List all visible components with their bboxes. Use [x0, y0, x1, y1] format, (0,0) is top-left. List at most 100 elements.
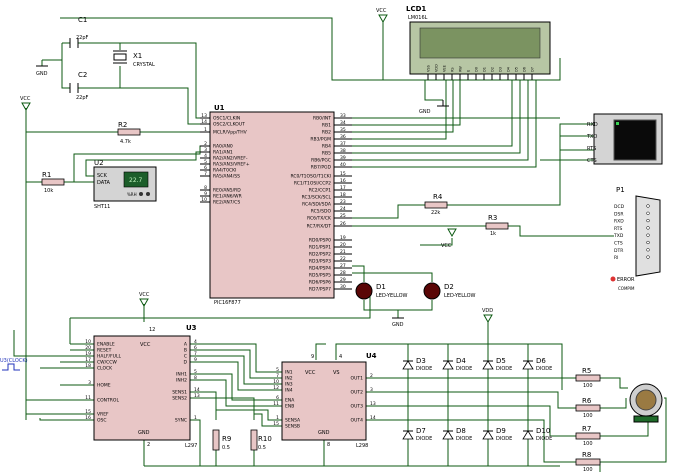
- u3-pin-label-clock: CLOCK: [97, 366, 113, 372]
- r9-ref: R9: [222, 435, 231, 443]
- diode-value: DIODE: [456, 436, 472, 442]
- terminal-pin-rxd: RXD: [587, 122, 598, 128]
- virtual-terminal: RXD TXD RTS CTS: [586, 113, 663, 165]
- u3-pin-number: 17: [85, 357, 91, 363]
- wires: [13, 17, 667, 472]
- diode-ref-d4: D4: [456, 357, 466, 365]
- u1-ref: U1: [214, 104, 225, 112]
- u3-pin-label-sens1: SENS1: [172, 390, 187, 396]
- u3-pin-number: 7: [194, 351, 197, 357]
- u4-vs: VS: [333, 370, 340, 376]
- diode-symbol-icon: [482, 430, 494, 440]
- resistor-r4: R4 22k: [424, 193, 448, 216]
- u4-pin-label-ena: ENA: [285, 398, 295, 404]
- u4-pin-label-out1: OUT1: [351, 376, 364, 382]
- d1-ref: D1: [376, 283, 386, 291]
- diode-ref-d10: D10: [536, 427, 550, 435]
- clock-label: U3(CLOCK): [0, 358, 28, 364]
- resistor-ref-r7: R7: [582, 425, 591, 433]
- u1-pin-label-20: RD1/PSP1: [309, 245, 331, 251]
- c2-ref: C2: [78, 71, 87, 79]
- p1-pin-txd: TXD: [613, 233, 624, 239]
- diode-value: DIODE: [416, 436, 432, 442]
- p1-pin-rxd: RXD: [614, 219, 624, 225]
- diode-value: DIODE: [536, 366, 552, 372]
- vcc-l297: VCC: [139, 292, 150, 308]
- u3-gnd: GND: [138, 430, 150, 436]
- u3-part: L297: [185, 443, 197, 449]
- gnd-label-crystal: GND: [36, 71, 48, 77]
- lcd-pin-d0: D0: [475, 67, 479, 72]
- u1-pin-number: 29: [340, 277, 346, 283]
- u3-pin-label-sens2: SENS2: [172, 396, 187, 402]
- terminal-screen: [613, 119, 657, 161]
- diode-symbol-icon: [522, 430, 534, 440]
- vcc-left: VCC: [20, 96, 31, 112]
- db9-pin-icon: [646, 226, 650, 230]
- u1-pin-label-19: RD0/PSP0: [309, 238, 331, 244]
- u3-pin-number: 15: [85, 409, 91, 415]
- u3-pin-number: 6: [194, 345, 197, 351]
- u1-pin-label-23: RC4/SDI/SDA: [302, 202, 332, 208]
- u1-pin-label-24: RC5/SDO: [311, 209, 332, 215]
- gnd-lcd: GND: [419, 100, 449, 115]
- led-d1: D1 LED-YELLOW: [355, 282, 408, 300]
- u1-right-pins: 33RB0/INT34RB135RB236RB3/PGM37RB438RB539…: [290, 113, 352, 293]
- gnd-label-lcd: GND: [419, 109, 431, 115]
- d2-ref: D2: [444, 283, 454, 291]
- u1-pin-label-18: RC3/SCK/SCL: [302, 195, 332, 201]
- vcc-lcd: VCC: [376, 8, 388, 24]
- u4-pin-number: 7: [276, 373, 279, 379]
- u3-pin-number: 9: [194, 357, 197, 363]
- diode-symbol-icon: [442, 430, 454, 440]
- u1-body: [209, 111, 335, 299]
- crystal-x1: X1 CRYSTAL: [113, 50, 155, 68]
- u3-ref: U3: [186, 324, 197, 332]
- u1-pin-label-14: OSC2/CLKOUT: [213, 122, 245, 128]
- diode-symbol-icon: [402, 360, 414, 370]
- u3-pin-label-b: B: [184, 348, 187, 354]
- diode-value: DIODE: [456, 366, 472, 372]
- sht11-knob-icon: [146, 192, 150, 196]
- u4-gnd: GND: [318, 430, 330, 436]
- diode-value: DIODE: [496, 366, 512, 372]
- u4-pin-label-sensb: SENSB: [285, 424, 300, 430]
- u4-pin-4: 4: [339, 354, 342, 360]
- u1-pin-label-35: RB2: [322, 130, 331, 136]
- error-led-icon: [610, 276, 616, 282]
- diode-ref-d6: D6: [536, 357, 546, 365]
- u1-pin-number: 8: [204, 185, 207, 191]
- u1-pin-number: 22: [340, 256, 346, 262]
- u1-pin-label-38: RB5: [322, 151, 331, 157]
- gnd-led: GND: [392, 317, 404, 328]
- u1-pin-number: 6: [204, 165, 207, 171]
- u3-pin-label-home: HOME: [97, 383, 111, 389]
- db9-pin-icon: [646, 248, 650, 252]
- vcc-label-lcd: VCC: [376, 8, 387, 14]
- u4-pin-number: 13: [370, 401, 376, 407]
- diode-ref-d5: D5: [496, 357, 506, 365]
- u1-pin-number: 13: [201, 113, 207, 119]
- u4-pin-number: 11: [273, 401, 279, 407]
- lcd-pin-d6: D6: [523, 67, 527, 72]
- sht11-knob-icon: [139, 192, 143, 196]
- u1-pin-number: 1: [204, 127, 207, 133]
- u3-pin-label-enable: ENABLE: [97, 342, 115, 348]
- u1-pin-label-6: RA4/T0CKI: [213, 168, 236, 174]
- p1-pin-ri: RI: [614, 255, 618, 261]
- resistor-value: 100: [583, 467, 593, 472]
- u1-pin-label-33: RB0/INT: [313, 116, 331, 122]
- sht11-pin-sck: SCK: [97, 173, 108, 179]
- resistor-r8: [575, 458, 601, 466]
- u3-pin-number: 4: [194, 339, 197, 345]
- diode-ref-d9: D9: [496, 427, 506, 435]
- u1-pin-number: 36: [340, 134, 346, 140]
- u1-pin-number: 16: [340, 178, 346, 184]
